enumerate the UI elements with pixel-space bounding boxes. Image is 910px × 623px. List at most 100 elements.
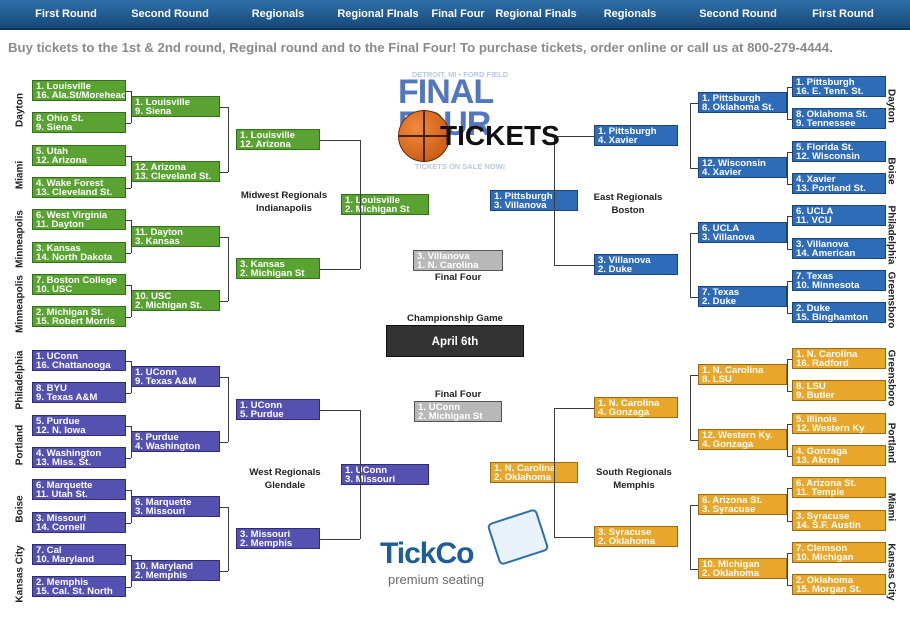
game-r1[interactable]: 8. Ohio St.9. Siena (32, 112, 126, 133)
team-name: 5. Florida St. (796, 142, 854, 153)
game-r2[interactable]: 12. Western Ky.4. Gonzaga (698, 429, 787, 450)
bracket-line (690, 504, 691, 569)
team-name: 1. Pittsburgh (796, 77, 855, 88)
team-name: 6. West Virginia (36, 210, 108, 221)
game-r1[interactable]: 5. Florida St.12. Wisconsin (792, 141, 886, 162)
bracket-line (220, 106, 228, 108)
championship-date[interactable]: April 6th (386, 325, 524, 357)
bracket-line (126, 187, 131, 189)
bracket-line (690, 296, 698, 298)
team-name: 1. Pittsburgh (494, 191, 553, 202)
team-name: 1. N. Carolina (796, 349, 858, 360)
bracket-line (787, 312, 792, 314)
team-name: 3. Villanova (598, 255, 651, 266)
team-name: 1. UConn (240, 400, 283, 411)
team-name: 1. UConn (135, 367, 178, 378)
midwest-region-label: Midwest Regionals Indianapolis (240, 190, 328, 214)
team-name: 11. VCU (796, 215, 832, 226)
team-name: 4. Gonzaga (796, 446, 848, 457)
game-r2[interactable]: 6. Arizona St.3. Syracuse (698, 494, 787, 515)
site-city-label: Portland (14, 425, 26, 466)
bracket-line (228, 236, 229, 301)
team-name: 3. Kansas (36, 243, 81, 254)
team-name: 7. Texas (702, 287, 740, 298)
team-name: 1. Louisville (345, 195, 400, 206)
round-header: Regionals (251, 8, 305, 20)
team-name: 12. N. Iowa (36, 425, 86, 436)
team-name: 3. Missouri (135, 506, 186, 517)
bracket-line (787, 552, 792, 554)
bracket-line (787, 584, 792, 586)
bracket-line (220, 441, 228, 443)
tickco-logo[interactable]: TickCo premium seating (380, 508, 550, 595)
team-name: 7. Texas (796, 271, 834, 282)
bracket-line (690, 439, 698, 441)
team-name: 6. Marquette (135, 497, 192, 508)
team-name: 3. Missouri (36, 513, 87, 524)
game-r1[interactable]: 2. Michigan St.15. Robert Morris (32, 306, 126, 327)
team-name: 4. Gonzaga (702, 439, 754, 450)
round-header: Second Round (699, 8, 777, 20)
game-r1[interactable]: 8. Oklahoma St.9. Tennessee (792, 108, 886, 129)
site-city-label: Boise (14, 495, 26, 523)
game-r1[interactable]: 6. Arizona St.11. Temple (792, 477, 886, 498)
team-name: 9. Texas A&M (36, 392, 98, 403)
bracket-line (787, 151, 788, 184)
